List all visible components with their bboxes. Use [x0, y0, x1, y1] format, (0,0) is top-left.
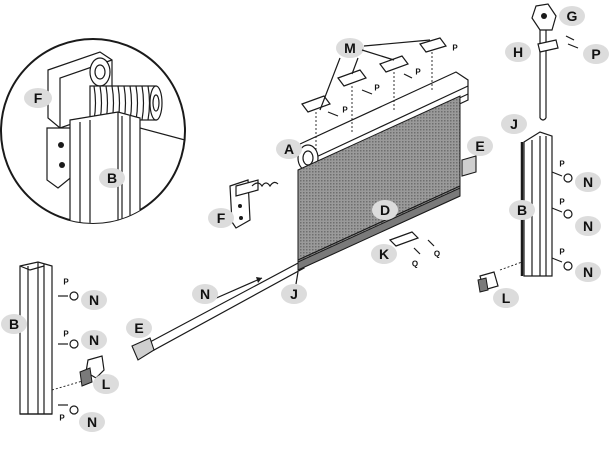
callouts: F B M P P P P A D E: [1, 6, 609, 432]
label-j-right: J: [510, 116, 518, 132]
label-p-m2: P: [374, 84, 380, 93]
label-e-right: E: [475, 138, 484, 154]
callout-e-right: E: [467, 136, 493, 156]
label-g: G: [567, 8, 578, 24]
right-side-channel: [499, 131, 553, 277]
label-p-left3: P: [59, 414, 65, 423]
left-bottom-clip: [79, 355, 105, 387]
callout-l-left: L: [93, 374, 119, 394]
callout-n-right3: N: [575, 262, 601, 282]
label-n-right1: N: [583, 174, 593, 190]
label-b-left: B: [9, 316, 19, 332]
label-p-right3: P: [559, 248, 565, 257]
callout-f-inset: F: [24, 88, 52, 108]
callout-b-left: B: [1, 314, 27, 334]
label-p-m4: P: [452, 44, 458, 53]
label-p-right1: P: [559, 160, 565, 169]
label-a: A: [284, 141, 294, 157]
end-bracket-f: [229, 179, 279, 229]
label-p-left1: P: [63, 278, 69, 287]
callout-n-left3: N: [79, 412, 105, 432]
label-n-left3: N: [87, 414, 97, 430]
callout-l-right: L: [493, 288, 519, 308]
label-q2: Q: [434, 250, 440, 259]
callout-h: H: [505, 42, 531, 62]
callout-g: G: [559, 6, 585, 26]
label-j-center: J: [290, 286, 298, 302]
label-l-left: L: [102, 376, 111, 392]
callout-a: A: [276, 139, 302, 159]
label-h: H: [513, 44, 523, 60]
label-q1: Q: [412, 260, 418, 269]
label-p-m1: P: [342, 106, 348, 115]
label-e-left: E: [134, 320, 143, 336]
right-fasteners: [551, 171, 573, 271]
label-f: F: [217, 210, 226, 226]
callout-n-right2: N: [575, 216, 601, 236]
label-n-right2: N: [583, 218, 593, 234]
callout-n-left1: N: [81, 290, 107, 310]
top-mounting-clips: [301, 37, 447, 150]
shade-fabric: [297, 95, 461, 271]
label-m: M: [344, 40, 356, 56]
label-l-right: L: [502, 290, 511, 306]
left-side-channel: [19, 261, 53, 415]
label-n-right3: N: [583, 264, 593, 280]
bottom-rail: [131, 261, 305, 361]
label-n-rail: N: [200, 286, 210, 302]
callout-n-right1: N: [575, 172, 601, 192]
label-n-left1: N: [89, 292, 99, 308]
callout-b-inset: B: [99, 168, 125, 188]
control-mechanism: [531, 3, 579, 121]
callout-e-left: E: [126, 318, 152, 338]
bottom-clip-k: [388, 231, 435, 255]
callout-j-right: J: [501, 114, 527, 134]
callout-k: K: [371, 244, 397, 264]
label-d: D: [380, 202, 390, 218]
label-p-left2: P: [63, 330, 69, 339]
callout-p-top: P: [583, 44, 609, 64]
left-fasteners: [51, 291, 87, 415]
right-end-cap: [461, 155, 477, 177]
label-b-inset: B: [107, 170, 117, 186]
label-p-right2: P: [559, 198, 565, 207]
callout-j-center: J: [281, 271, 307, 304]
label-f-inset: F: [34, 90, 43, 106]
callout-m: M: [319, 38, 431, 111]
detail-inset: [0, 38, 186, 224]
label-k: K: [379, 246, 389, 262]
callout-d: D: [372, 200, 398, 220]
label-n-left2: N: [89, 332, 99, 348]
label-b-right: B: [517, 202, 527, 218]
label-p-top: P: [591, 46, 600, 62]
callout-n-rail: N: [192, 284, 218, 304]
callout-b-right: B: [509, 200, 535, 220]
right-bottom-clip: [477, 271, 499, 293]
callout-n-left2: N: [81, 330, 107, 350]
callout-f: F: [208, 208, 234, 228]
label-p-m3: P: [415, 68, 421, 77]
